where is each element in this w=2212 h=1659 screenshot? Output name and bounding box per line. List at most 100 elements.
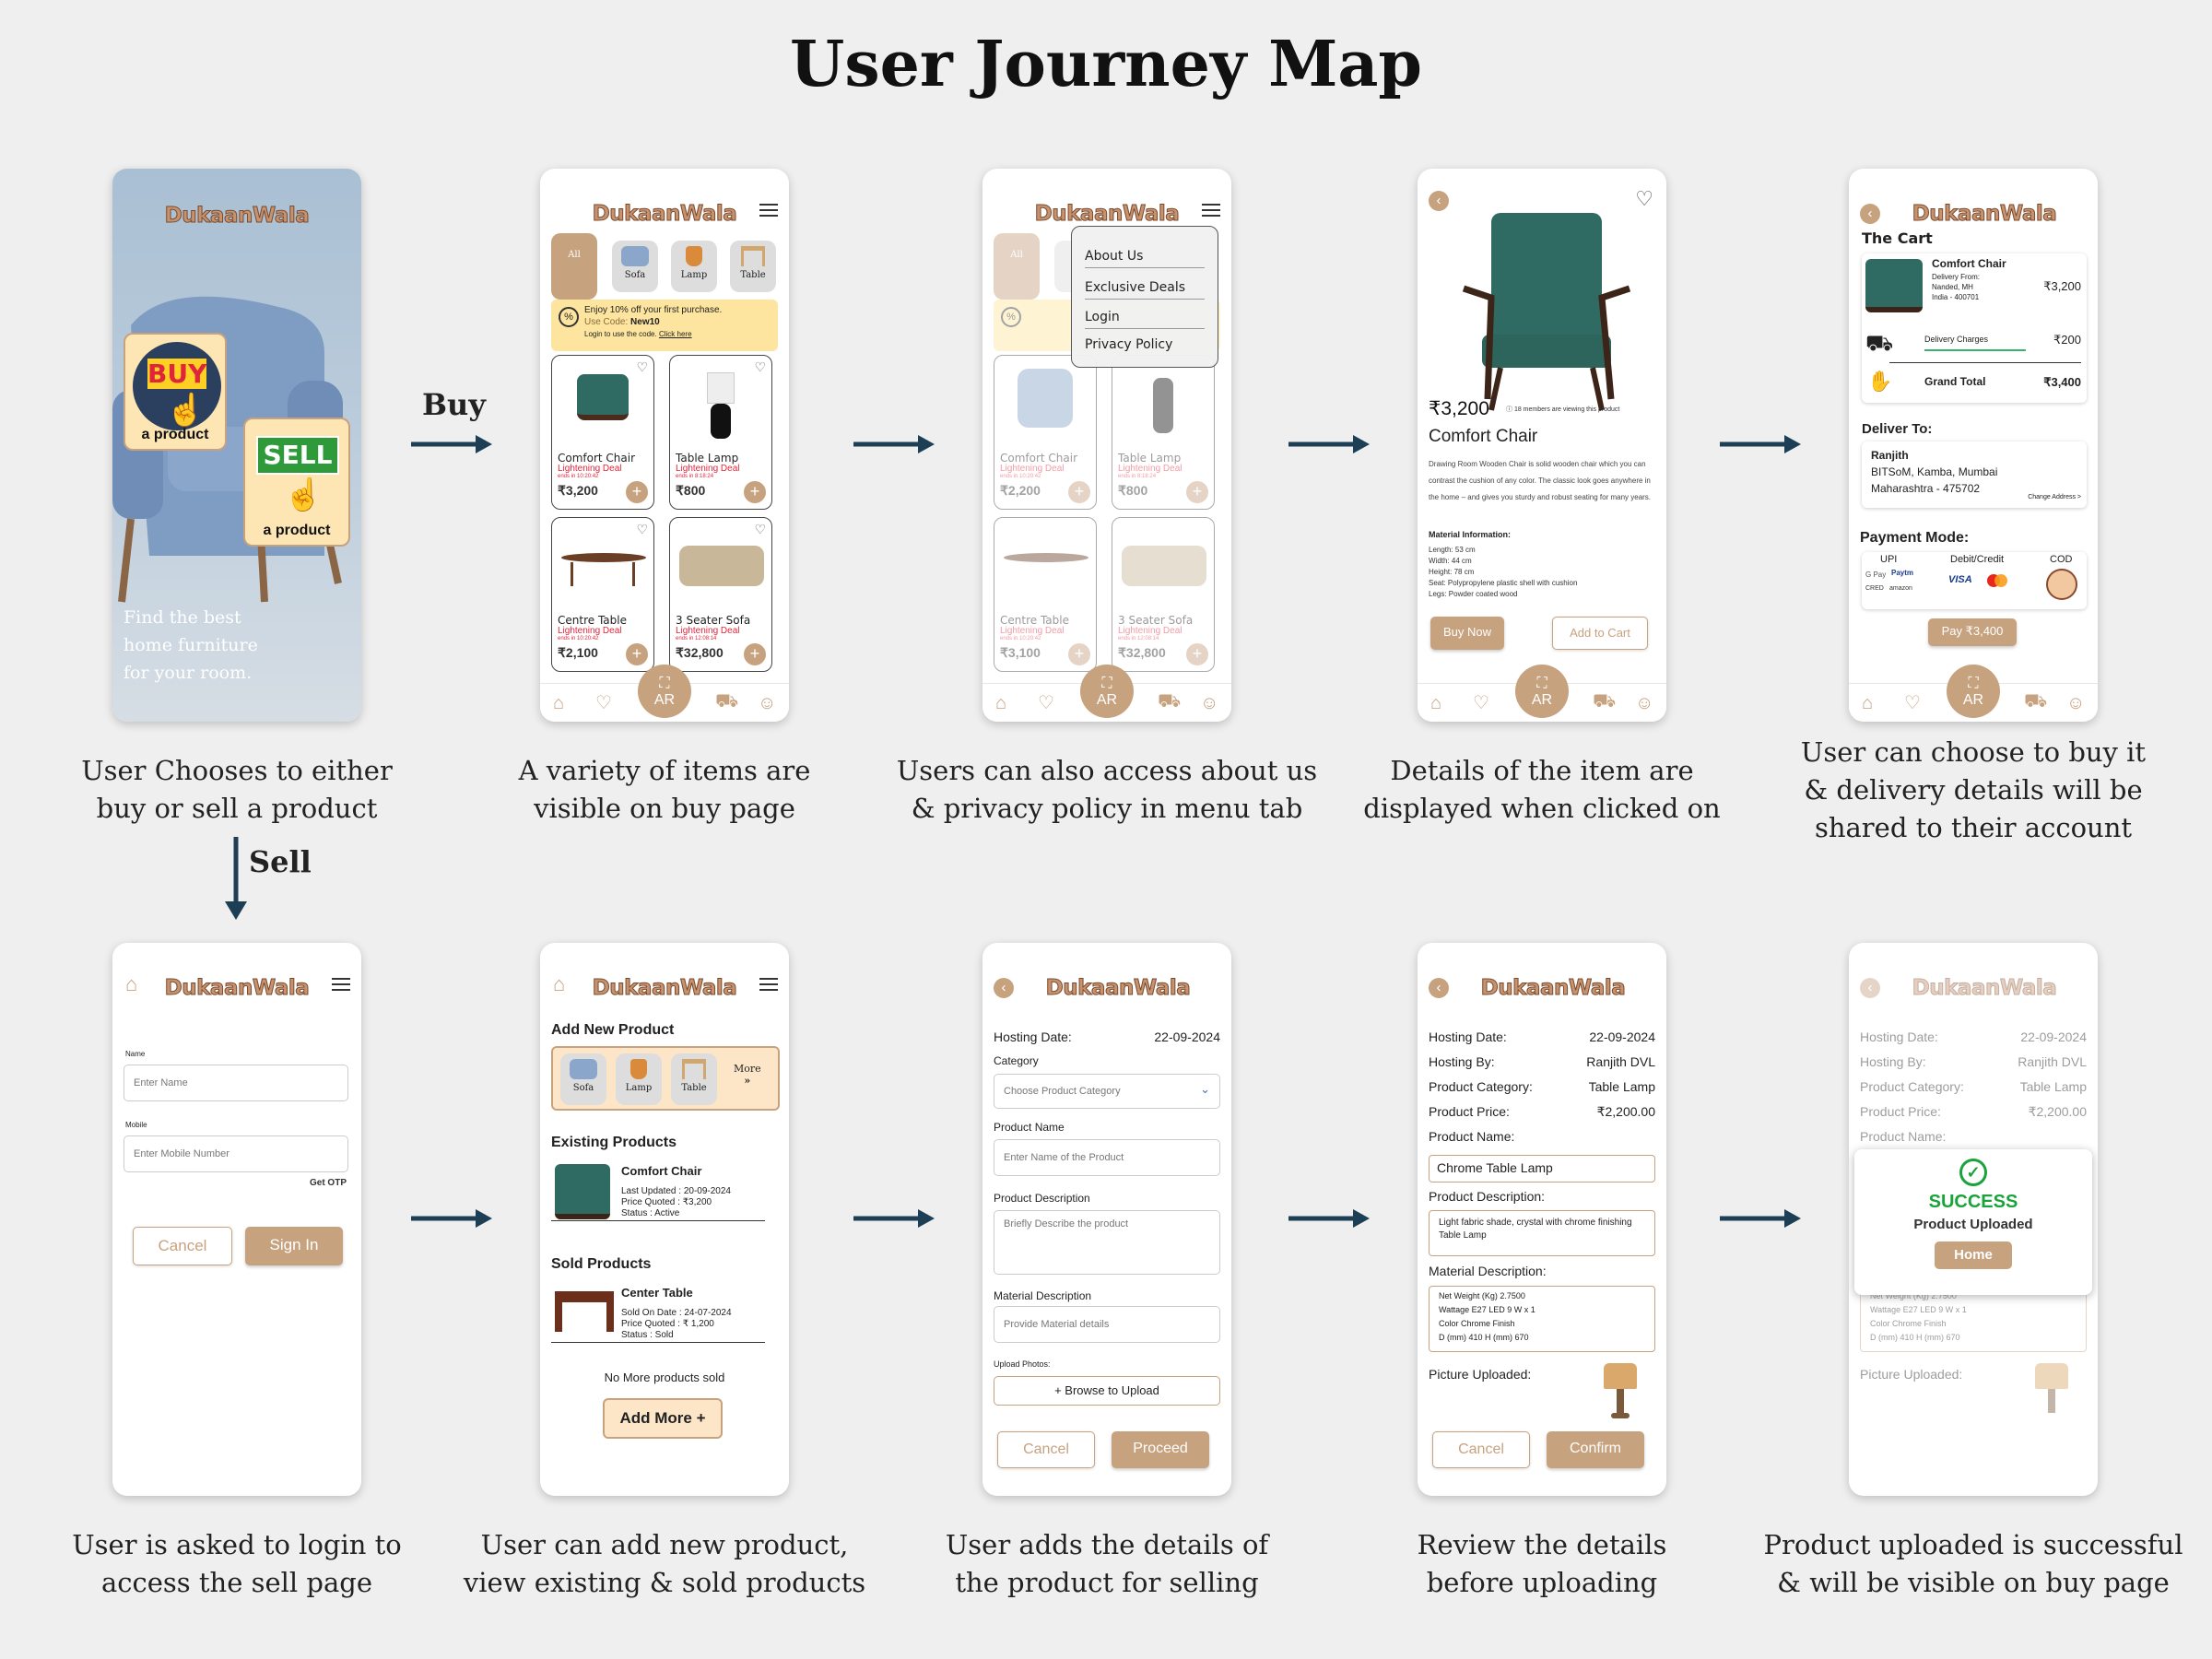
back-icon[interactable]: ‹ xyxy=(994,978,1014,998)
add-icon[interactable]: + xyxy=(626,643,648,665)
heart-icon[interactable]: ♡ xyxy=(1473,693,1489,713)
cancel-button[interactable]: Cancel xyxy=(133,1227,232,1265)
heart-icon[interactable]: ♡ xyxy=(1904,693,1921,713)
menu-icon[interactable] xyxy=(1202,204,1220,217)
home-icon[interactable]: ⌂ xyxy=(553,693,565,713)
category-sofa[interactable]: Sofa xyxy=(612,241,658,292)
ar-button[interactable]: ⛶AR xyxy=(1080,665,1134,718)
product-card[interactable]: ♡ Table Lamp Lightening Deal ends in 8:1… xyxy=(669,355,772,510)
material-description-input[interactable]: Provide Material details xyxy=(994,1306,1220,1343)
add-category-table[interactable]: Table xyxy=(671,1053,717,1105)
heart-icon[interactable]: ♡ xyxy=(1038,693,1054,713)
existing-products-title: Existing Products xyxy=(551,1135,677,1150)
product-card[interactable]: ♡ 3 Seater Sofa Lightening Deal ends in … xyxy=(669,517,772,672)
product-name-input[interactable]: Enter Name of the Product xyxy=(994,1139,1220,1176)
product-description-input[interactable]: Briefly Describe the product xyxy=(994,1210,1220,1275)
menu-icon[interactable] xyxy=(759,204,778,217)
menu-item-exclusive-deals[interactable]: Exclusive Deals xyxy=(1085,280,1205,300)
product-card[interactable]: Centre Table Lightening Deal ends in 10:… xyxy=(994,517,1097,672)
menu-icon[interactable] xyxy=(332,978,350,991)
profile-icon[interactable]: ☺ xyxy=(2066,693,2086,713)
proceed-button[interactable]: Proceed xyxy=(1112,1431,1209,1468)
material-line: D (mm) 410 H (mm) 670 xyxy=(1870,1333,1960,1342)
add-icon[interactable]: + xyxy=(1186,643,1208,665)
add-category-sofa[interactable]: Sofa xyxy=(560,1053,606,1105)
cancel-button[interactable]: Cancel xyxy=(997,1431,1095,1468)
more-categories-button[interactable]: More» xyxy=(734,1063,761,1087)
cart-icon[interactable]: ⛟ xyxy=(2024,691,2048,712)
confirm-button[interactable]: Confirm xyxy=(1547,1431,1644,1468)
add-icon[interactable]: + xyxy=(1186,481,1208,503)
category-table[interactable]: Table xyxy=(730,241,776,292)
profile-icon[interactable]: ☺ xyxy=(1635,693,1654,713)
promo-link[interactable]: Click here xyxy=(658,330,692,338)
home-icon[interactable]: ⌂ xyxy=(995,693,1007,713)
menu-icon[interactable] xyxy=(759,978,778,991)
payment-mode-upi[interactable]: UPI xyxy=(1880,554,1898,565)
sign-in-button[interactable]: Sign In xyxy=(245,1227,343,1265)
add-more-button[interactable]: Add More + xyxy=(603,1398,723,1439)
home-icon[interactable]: ⌂ xyxy=(553,972,566,995)
payment-mode-cod[interactable]: COD xyxy=(2050,554,2073,565)
heart-icon[interactable]: ♡ xyxy=(754,522,766,536)
menu-item-about-us[interactable]: About Us xyxy=(1085,249,1205,268)
home-icon[interactable]: ⌂ xyxy=(1430,693,1442,713)
home-icon[interactable]: ⌂ xyxy=(1862,693,1874,713)
name-input[interactable]: Enter Name xyxy=(124,1065,348,1101)
product-card[interactable]: 3 Seater Sofa Lightening Deal ends in 12… xyxy=(1112,517,1215,672)
ar-button[interactable]: ⛶AR xyxy=(1515,665,1569,718)
sell-option-button[interactable]: SELL ☝ a product xyxy=(243,418,350,547)
category-all[interactable]: All xyxy=(551,233,597,300)
ar-button[interactable]: ⛶AR xyxy=(638,665,691,718)
promo-banner[interactable]: % Enjoy 10% off your first purchase. Use… xyxy=(551,300,778,351)
add-icon[interactable]: + xyxy=(744,481,766,503)
payment-mode-card[interactable]: Debit/Credit xyxy=(1950,554,2005,565)
lamp-picture xyxy=(1602,1363,1639,1424)
heart-icon[interactable]: ♡ xyxy=(636,359,648,374)
payment-options: UPI Debit/Credit COD G Pay Paytm CRED am… xyxy=(1862,552,2087,609)
add-to-cart-button[interactable]: Add to Cart xyxy=(1552,617,1648,650)
category-select[interactable]: Choose Product Category⌄ xyxy=(994,1074,1220,1109)
heart-icon[interactable]: ♡ xyxy=(636,522,648,536)
menu-item-login[interactable]: Login xyxy=(1085,310,1205,329)
home-button[interactable]: Home xyxy=(1935,1241,2012,1269)
profile-icon[interactable]: ☺ xyxy=(758,693,777,713)
add-category-lamp[interactable]: Lamp xyxy=(616,1053,662,1105)
cart-icon[interactable]: ⛟ xyxy=(1593,691,1617,712)
sold-product-item[interactable]: Center Table Sold On Date : 24-07-2024 P… xyxy=(551,1286,765,1343)
back-icon[interactable]: ‹ xyxy=(1860,978,1880,998)
back-icon[interactable]: ‹ xyxy=(1429,191,1449,211)
category-all[interactable]: All xyxy=(994,233,1040,300)
cart-icon[interactable]: ⛟ xyxy=(1158,691,1182,712)
profile-icon[interactable]: ☺ xyxy=(1200,693,1219,713)
product-card[interactable]: ♡ Centre Table Lightening Deal ends in 1… xyxy=(551,517,654,672)
change-address-link[interactable]: Change Address > xyxy=(2028,494,2081,500)
home-icon[interactable]: ⌂ xyxy=(125,972,138,995)
add-icon[interactable]: + xyxy=(626,481,648,503)
ar-button[interactable]: ⛶AR xyxy=(1947,665,2000,718)
category-label: Sofa xyxy=(624,270,646,280)
product-card[interactable]: Table Lamp Lightening Deal ends in 8:18:… xyxy=(1112,355,1215,510)
back-icon[interactable]: ‹ xyxy=(1429,978,1449,998)
buy-option-button[interactable]: BUY ☝ a product xyxy=(124,333,227,451)
heart-icon[interactable]: ♡ xyxy=(754,359,766,374)
heart-icon[interactable]: ♡ xyxy=(1635,187,1653,210)
add-icon[interactable]: + xyxy=(744,643,766,665)
product-card[interactable]: ♡ Comfort Chair Lightening Deal ends in … xyxy=(551,355,654,510)
get-otp-link[interactable]: Get OTP xyxy=(309,1178,347,1188)
back-icon[interactable]: ‹ xyxy=(1860,204,1880,224)
product-card[interactable]: Comfort Chair Lightening Deal ends in 10… xyxy=(994,355,1097,510)
existing-product-item[interactable]: Comfort Chair Last Updated : 20-09-2024 … xyxy=(551,1164,765,1221)
cart-icon[interactable]: ⛟ xyxy=(715,691,739,712)
add-icon[interactable]: + xyxy=(1068,643,1090,665)
cancel-button[interactable]: Cancel xyxy=(1432,1431,1530,1468)
category-lamp[interactable]: Lamp xyxy=(671,241,717,292)
pay-button[interactable]: Pay ₹3,400 xyxy=(1928,618,2017,646)
mastercard-icon xyxy=(1987,574,2007,587)
menu-item-privacy-policy[interactable]: Privacy Policy xyxy=(1085,337,1173,352)
add-icon[interactable]: + xyxy=(1068,481,1090,503)
buy-now-button[interactable]: Buy Now xyxy=(1430,617,1504,650)
mobile-input[interactable]: Enter Mobile Number xyxy=(124,1135,348,1172)
browse-upload-button[interactable]: + Browse to Upload xyxy=(994,1376,1220,1406)
heart-icon[interactable]: ♡ xyxy=(595,693,612,713)
